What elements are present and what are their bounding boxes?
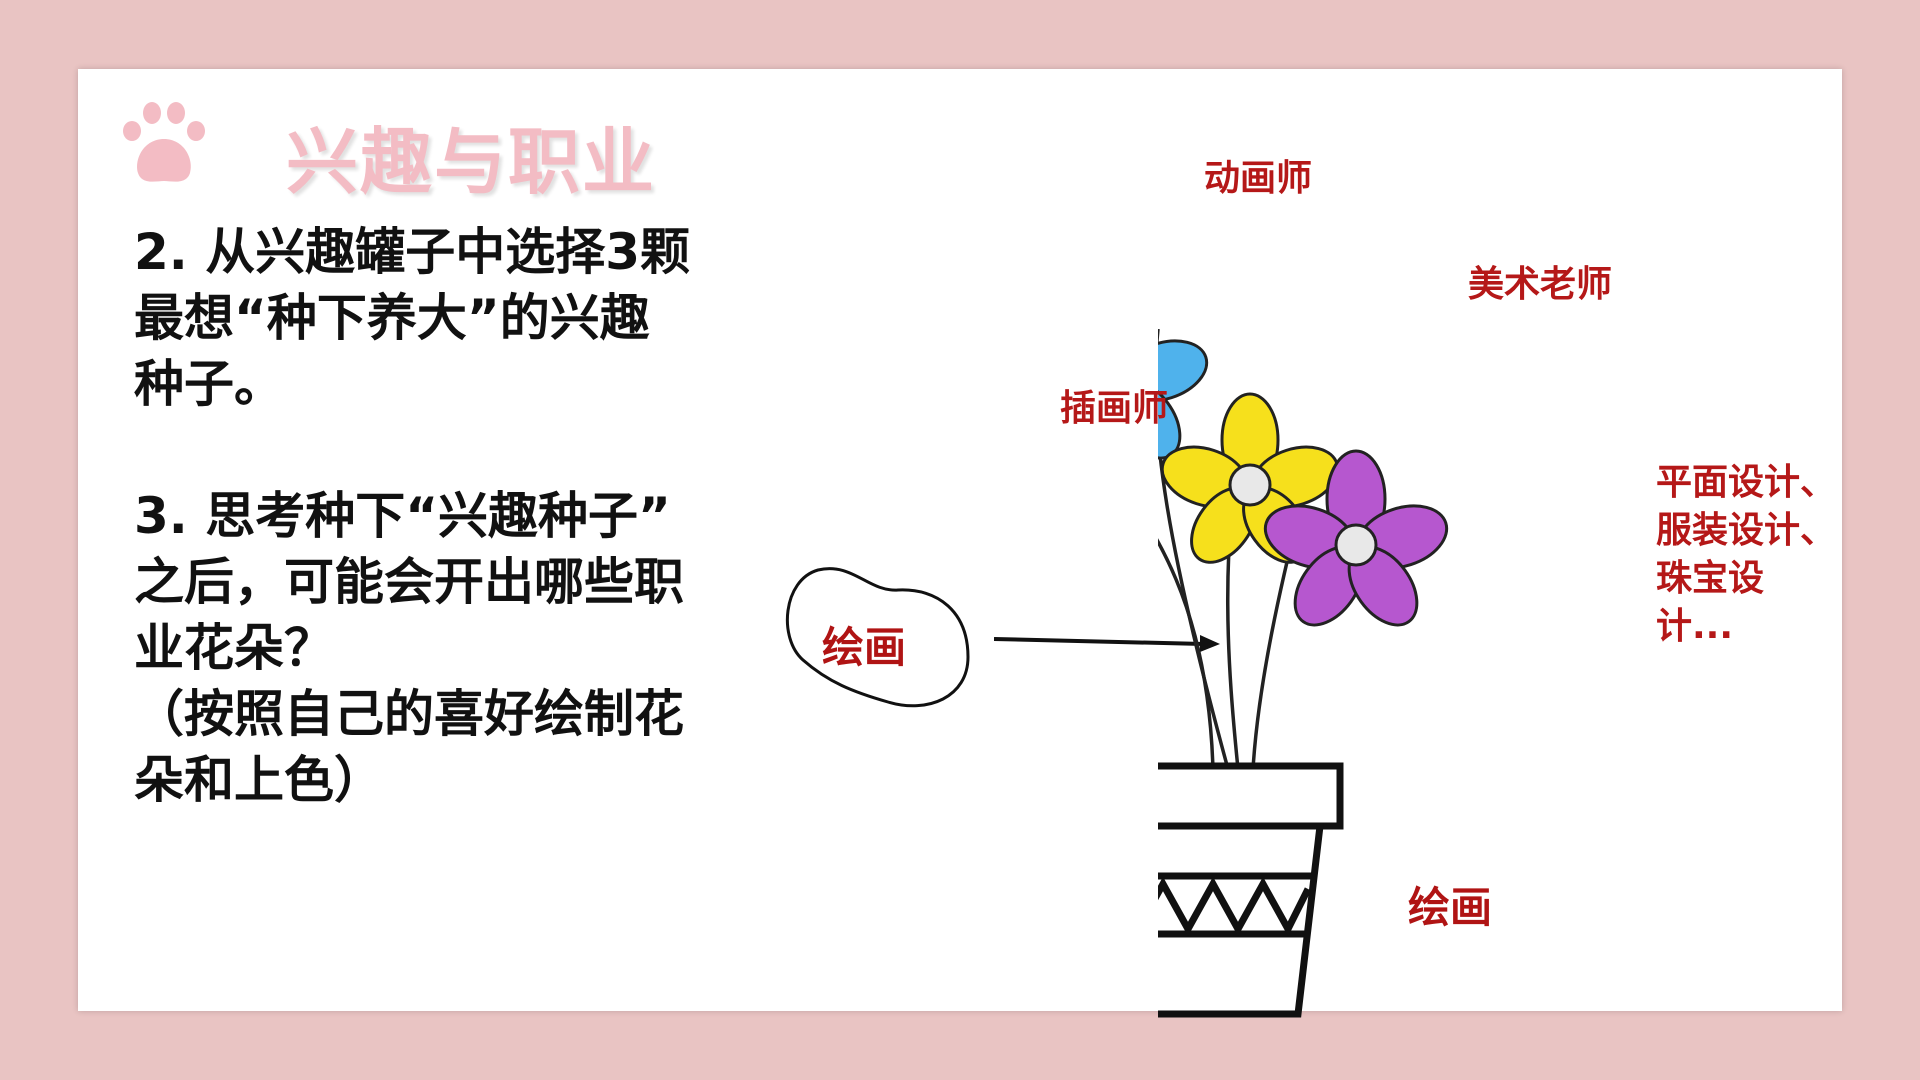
purple-flower <box>1263 449 1449 627</box>
job-illustrator: 插画师 <box>1060 388 1169 429</box>
arrow-right-icon <box>994 635 1220 652</box>
seed-label: 绘画 <box>822 623 907 672</box>
job-art-teacher: 美术老师 <box>1468 264 1613 305</box>
instruction-step-3: 3. 思考种下“兴趣种子” 之后，可能会开出哪些职 业花朵？ （按照自己的喜好绘… <box>134 487 684 809</box>
instruction-step-2: 2. 从兴趣罐子中选择3颗 最想“种下养大”的兴趣 种子。 <box>134 223 690 413</box>
job-animator: 动画师 <box>1204 158 1313 199</box>
paw-icon <box>123 102 205 182</box>
blue-flower <box>1158 339 1209 460</box>
job-designers: 平面设计、 服装设计、 珠宝设 计... <box>1656 462 1837 647</box>
pot <box>1158 762 1344 1018</box>
flower-pot-illustration <box>1158 329 1449 1018</box>
page-title: 兴趣与职业 <box>286 120 657 204</box>
seed-shape <box>785 567 970 708</box>
instructions: 2. 从兴趣罐子中选择3颗 最想“种下养大”的兴趣 种子。 3. 思考种下“兴趣… <box>134 219 774 813</box>
interest-seed: 绘画 <box>778 562 978 717</box>
slide: 兴趣与职业 2. 从兴趣罐子中选择3颗 最想“种下养大”的兴趣 种子。 3. 思… <box>78 69 1842 1018</box>
pot-label: 绘画 <box>1408 883 1493 932</box>
